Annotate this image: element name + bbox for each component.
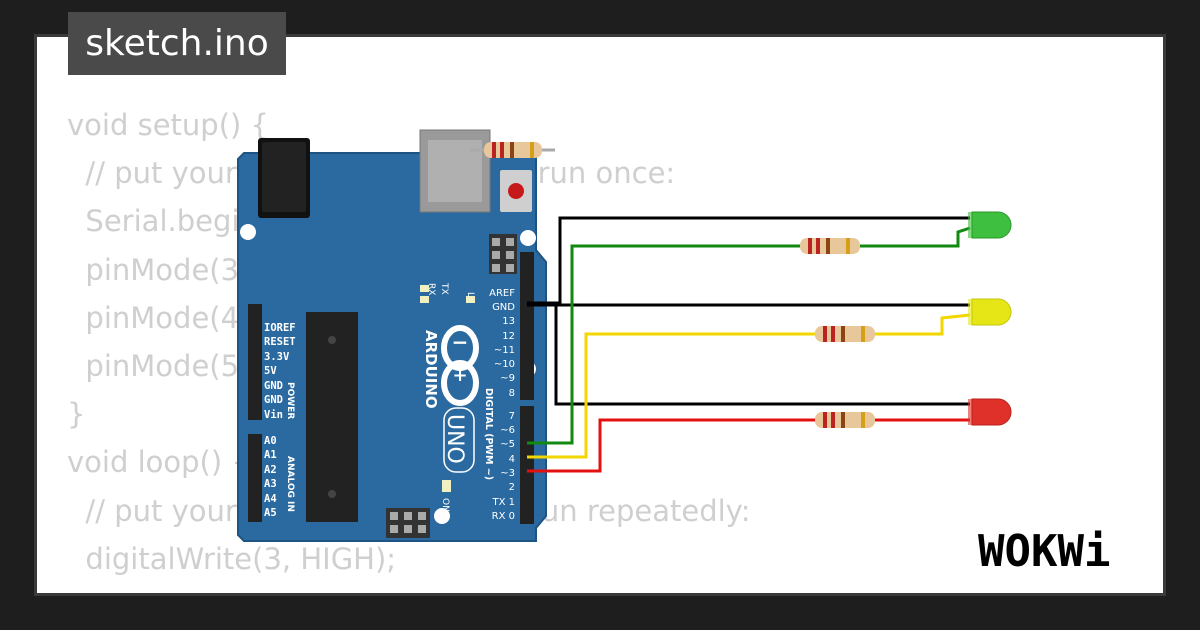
pin-gnd: GND [264,394,283,406]
pin-3v3: 3.3V [264,351,290,363]
label-tx: TX [439,282,449,295]
pin-a4: A4 [264,493,277,505]
led-red[interactable] [968,398,1012,426]
code-line: digitalWrite(3, HIGH); [67,541,397,576]
icsp-header-2 [386,508,430,538]
pin-aref: AREF [489,288,515,299]
arduino-logo [441,325,479,406]
pin-5v: 5V [264,365,277,377]
board-model: UNO [442,414,467,464]
pin-a3: A3 [264,478,277,490]
pin-5: ~5 [500,439,515,450]
pin-ioref: IOREF [264,322,296,334]
pin-9: ~9 [500,373,515,384]
code-line: void setup() { [67,108,269,142]
pin-a2: A2 [264,464,277,476]
pin-a1: A1 [264,449,277,461]
pin-2: 2 [509,482,515,493]
power-header [248,304,262,420]
pin-7: 7 [509,411,515,422]
file-tab[interactable]: sketch.ino [68,12,286,75]
pin-0: RX 0 [492,511,515,522]
pin-gnd: GND [264,380,283,392]
file-tab-label: sketch.ino [85,23,269,64]
digital-header-top [520,252,534,400]
led-yellow[interactable] [968,298,1012,326]
pin-4: 4 [509,454,515,465]
label-l: L [465,292,475,297]
board-brand: ARDUINO [422,330,440,409]
pin-gnd-digital: GND [492,302,515,313]
pin-13: 13 [502,316,515,327]
label-on: ON [440,498,450,512]
code-line: void loop() { [67,445,250,480]
icsp-header [489,234,517,274]
resistor[interactable] [800,238,860,254]
wokwi-logo-text: WOKWi [978,526,1110,577]
digital-label: DIGITAL (PWM ~) [483,388,494,480]
arduino-uno-board[interactable]: + − ARDUINO UNO L TX RX ON IOREF RESET 3… [237,129,547,542]
pin-1: TX 1 [492,497,516,508]
pin-a5: A5 [264,507,277,519]
yellow-wire[interactable] [527,332,815,459]
pin-8: 8 [509,388,515,399]
code-line: } [67,397,86,432]
pin-vin: Vin [264,409,283,421]
green-wire[interactable] [527,244,800,445]
label-rx: RX [426,283,436,295]
resistor[interactable] [815,326,875,342]
digital-header-bottom [520,406,534,524]
pin-11: ~11 [494,345,515,356]
atmega-chip [306,312,358,522]
pin-12: 12 [502,331,515,342]
red-wire[interactable] [527,418,815,473]
pin-3: ~3 [500,468,515,479]
wokwi-logo: WOKWi [978,526,1110,577]
svg-text:+: + [452,365,467,386]
gnd-wires[interactable] [527,216,970,406]
svg-text:−: − [452,330,469,354]
led-green[interactable] [968,211,1012,239]
pin-reset: RESET [264,336,296,348]
resistor[interactable] [470,142,555,158]
resistor[interactable] [815,412,875,428]
analog-label: ANALOG IN [285,456,295,512]
pin-10: ~10 [494,359,515,370]
power-label: POWER [285,382,295,419]
pin-6: ~6 [500,425,515,436]
pin-a0: A0 [264,435,277,447]
analog-header [248,434,262,522]
